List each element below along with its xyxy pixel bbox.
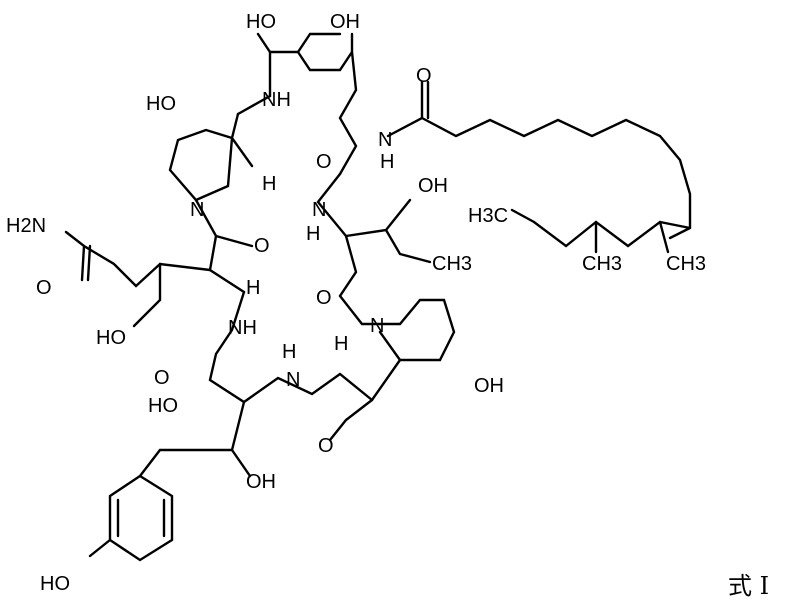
- label-nh-asn: NH: [228, 317, 257, 339]
- label-n-hyp: N: [370, 315, 384, 337]
- label-ho-asn: HO: [96, 327, 126, 349]
- atom-labels: HO OH O HO NH N H O H OH H2N N O N H H3C…: [6, 11, 706, 595]
- label-ho-aryl: HO: [148, 395, 178, 417]
- label-h3c: H3C: [468, 205, 508, 227]
- label-o-side-chain: O: [416, 65, 432, 87]
- label-n-pro: N: [190, 199, 204, 221]
- label-nh-thr: N: [312, 199, 326, 221]
- label-o-bottom: O: [154, 367, 170, 389]
- label-h-hyp: H: [334, 333, 348, 355]
- label-oh-hyp: OH: [474, 375, 504, 397]
- label-oh-top-right: OH: [330, 11, 360, 33]
- label-h-nh: H: [282, 341, 296, 363]
- label-ch3-thr: CH3: [432, 253, 472, 275]
- label-ho-phenol: HO: [40, 573, 70, 595]
- label-o-pro-co: O: [254, 235, 270, 257]
- label-h-asn: H: [246, 277, 260, 299]
- label-n-amide: N: [378, 129, 392, 151]
- label-o-hyp-co: O: [318, 435, 334, 457]
- label-ch3-a: CH3: [582, 253, 622, 275]
- label-oh-aryl: OH: [246, 471, 276, 493]
- label-o-asn: O: [36, 277, 52, 299]
- label-o-thr: O: [316, 287, 332, 309]
- label-o-mid: O: [316, 151, 332, 173]
- bond-lines: [64, 32, 692, 562]
- label-nh-bottom: N: [286, 369, 300, 391]
- label-h-thr-n: H: [306, 223, 320, 245]
- label-h-pro: H: [262, 173, 276, 195]
- label-hoo: HO: [146, 93, 176, 115]
- label-oh-thr: OH: [418, 175, 448, 197]
- label-oh-top-left: HO: [246, 11, 276, 33]
- label-nh-top: NH: [262, 89, 291, 111]
- label-h-amide: H: [380, 151, 394, 173]
- label-h2n: H2N: [6, 215, 46, 237]
- label-ch3-b: CH3: [666, 253, 706, 275]
- formula-caption: 式 I: [728, 572, 770, 600]
